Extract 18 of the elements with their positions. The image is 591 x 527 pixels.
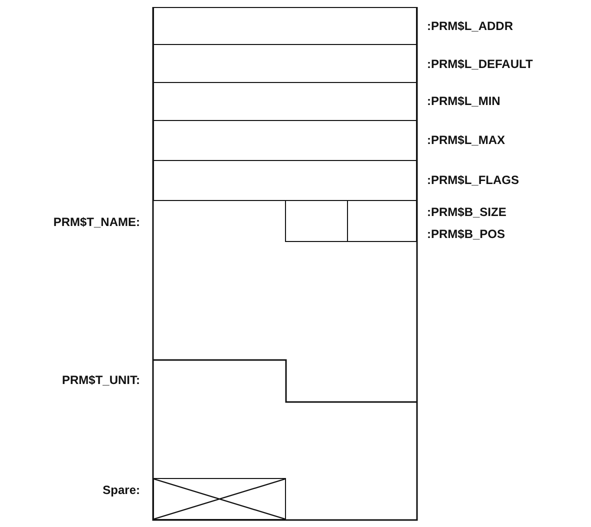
field-box (153, 120, 417, 161)
field-label: :PRM$B_POS (427, 227, 506, 241)
field-label: PRM$T_UNIT: (62, 373, 140, 387)
field-box (285, 200, 348, 242)
field-label: :PRM$B_SIZE (427, 205, 506, 219)
field-box (153, 82, 417, 121)
spare-field-box (153, 478, 286, 520)
field-label: PRM$T_NAME: (53, 215, 140, 229)
field-box (153, 160, 417, 201)
field-label: :PRM$L_FLAGS (427, 173, 520, 187)
field-box (153, 7, 417, 45)
field-label: :PRM$L_DEFAULT (427, 57, 533, 71)
field-label: :PRM$L_ADDR (427, 19, 514, 33)
field-label: :PRM$L_MAX (427, 133, 506, 147)
field-box (347, 200, 417, 242)
field-box (153, 44, 417, 83)
field-label: :PRM$L_MIN (427, 94, 500, 108)
field-label: Spare: (102, 483, 140, 497)
